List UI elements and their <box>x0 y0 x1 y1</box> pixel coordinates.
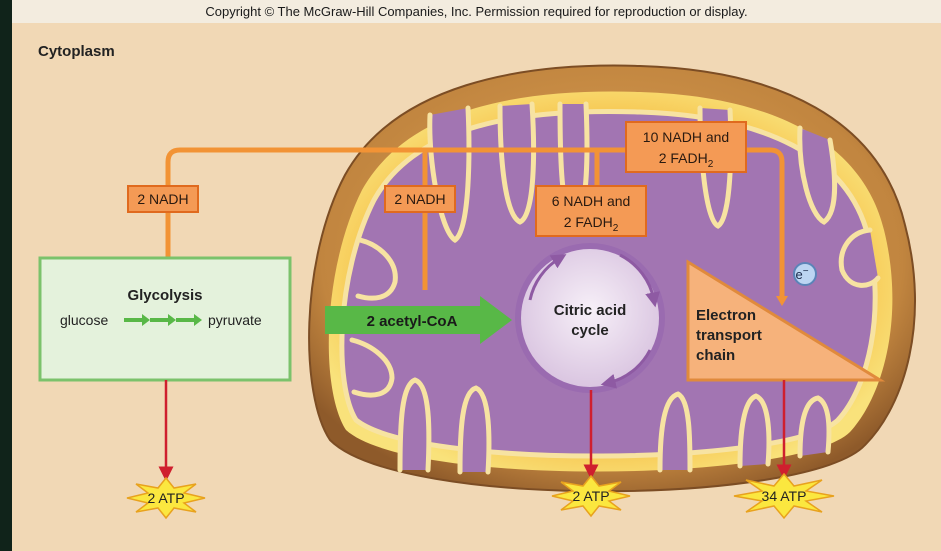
citric-atp-label: 2 ATP <box>572 488 609 504</box>
citric-nadh-fadh-box: 6 NADH and 2 FADH2 <box>536 186 646 236</box>
cycle-label: cycle <box>571 322 609 339</box>
etc-atp-label: 34 ATP <box>762 488 807 504</box>
citric-nadh-label: 6 NADH and <box>552 193 631 209</box>
glucose-label: glucose <box>60 312 108 328</box>
electron-label: Electron <box>696 307 756 324</box>
acetyl-nadh-box: 2 NADH <box>385 186 455 212</box>
glycolysis-atp-label: 2 ATP <box>147 490 184 506</box>
glycolysis-atp-star: 2 ATP <box>127 478 205 518</box>
citric-acid-label: Citric acid <box>554 302 627 319</box>
citric-acid-cycle: Citric acid cycle <box>518 246 662 390</box>
chain-label: chain <box>696 347 735 364</box>
transport-label: transport <box>696 327 762 344</box>
citric-atp-star: 2 ATP <box>552 476 630 516</box>
etc-atp-star: 34 ATP <box>734 474 834 518</box>
acetyl-coa-label: 2 acetyl-CoA <box>367 313 458 330</box>
electron-icon: e− <box>794 263 816 285</box>
total-nadh-label: 10 NADH and <box>643 129 729 145</box>
cytoplasm-label: Cytoplasm <box>38 43 115 60</box>
total-nadh-fadh-box: 10 NADH and 2 FADH2 <box>626 122 746 172</box>
glycolysis-title: Glycolysis <box>127 287 202 304</box>
glycolysis-nadh-box: 2 NADH <box>128 186 198 212</box>
glycolysis-nadh-label: 2 NADH <box>137 191 188 207</box>
acetyl-nadh-label: 2 NADH <box>394 191 445 207</box>
pyruvate-label: pyruvate <box>208 312 262 328</box>
glycolysis-box: Glycolysis glucose pyruvate <box>40 258 290 380</box>
